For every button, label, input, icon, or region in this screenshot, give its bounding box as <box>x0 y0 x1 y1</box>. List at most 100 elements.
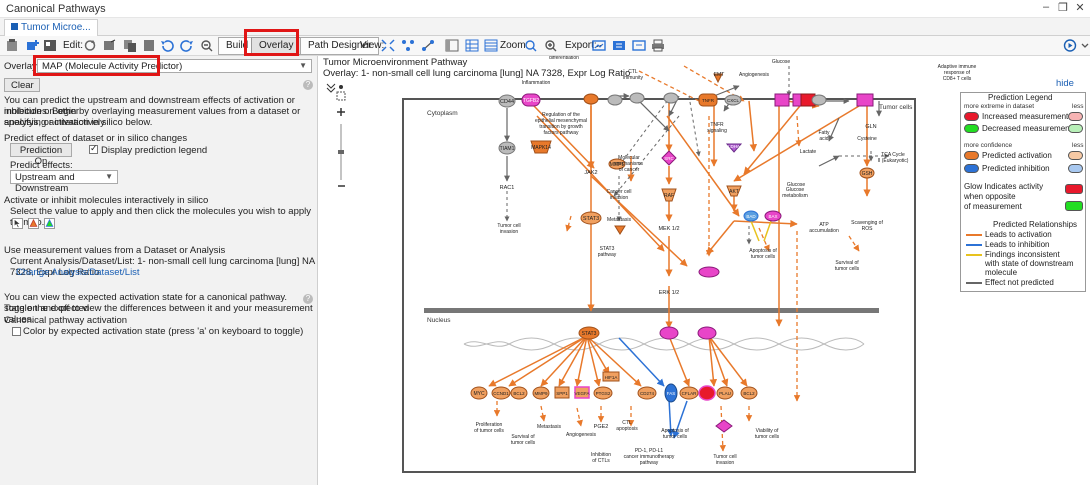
network-icon[interactable] <box>421 39 435 52</box>
color-by-checkbox[interactable] <box>12 327 21 336</box>
node-akt[interactable]: AKT <box>726 185 742 197</box>
clipboard-icon[interactable] <box>5 39 19 52</box>
node-pge2[interactable]: PGE2 <box>594 424 609 430</box>
node-mid-orange[interactable] <box>698 266 720 278</box>
menu-chevron-icon[interactable] <box>1078 39 1089 52</box>
node-vegfa[interactable]: VEGFA <box>574 386 590 399</box>
node-rac1[interactable]: RAC1 <box>500 185 515 191</box>
node-gsh[interactable]: GSH <box>859 167 875 179</box>
node-top-magenta-1[interactable] <box>774 93 790 107</box>
node-myc-upper[interactable] <box>614 225 626 235</box>
node-cflar[interactable]: CFLAR <box>679 386 699 400</box>
node-bcl2-b[interactable]: BCL2 <box>740 386 758 400</box>
predict-effects-select[interactable]: Upstream and Downstream ▼ <box>10 170 118 194</box>
node-ccnd1[interactable]: CCND1 <box>491 386 511 400</box>
node-red-nuc[interactable] <box>698 385 716 401</box>
node-mek[interactable]: MEK 1/2 <box>658 226 679 232</box>
table-icon[interactable] <box>484 39 498 52</box>
add-molecule-icon[interactable] <box>26 39 40 52</box>
node-src[interactable]: SRC <box>661 150 677 166</box>
node-cd44[interactable]: CD44 <box>498 94 516 108</box>
node-jak2[interactable]: JAK2 <box>584 170 597 176</box>
node-emt-triangle[interactable] <box>713 73 723 84</box>
prediction-on-button[interactable]: Prediction On <box>10 143 72 167</box>
paste-icon[interactable] <box>142 39 156 52</box>
legend-hide-link[interactable]: hide <box>1056 78 1074 89</box>
grow-icon[interactable] <box>43 39 57 52</box>
node-stat3-cyto[interactable]: STAT3 <box>580 211 602 225</box>
navigation-controls[interactable] <box>326 83 346 187</box>
node-mapk14[interactable]: MAPK14 <box>530 140 552 154</box>
tab-tumor-microenvironment[interactable]: Tumor Microe... <box>4 19 98 36</box>
zoom-out-icon[interactable] <box>200 39 214 52</box>
node-cd274[interactable]: CD274 <box>637 386 657 400</box>
restore-icon[interactable]: ❐ <box>1058 2 1068 14</box>
process-labels: Inflammation differentiation CTL immunit… <box>474 56 976 466</box>
node-tnfr[interactable]: TNFR <box>698 93 718 107</box>
overlay-select[interactable]: MAP (Molecule Activity Predictor) ▼ <box>37 59 312 73</box>
inhibit-tool-icon[interactable] <box>44 218 55 229</box>
node-erk[interactable]: ERK 1/2 <box>659 290 679 296</box>
undo-icon[interactable] <box>160 39 174 52</box>
node-stat3-nuc[interactable]: STAT3 <box>578 326 600 340</box>
node-cxcl[interactable]: CXCL <box>724 94 742 106</box>
node-top-gray-2[interactable] <box>629 92 645 104</box>
panel-icon[interactable] <box>445 39 459 52</box>
minimize-icon[interactable]: – <box>1042 1 1050 13</box>
node-gln[interactable]: GLN <box>865 124 876 130</box>
fit-view-icon[interactable] <box>381 39 395 52</box>
svg-text:transition by growth: transition by growth <box>539 124 583 130</box>
zoom-fit-icon[interactable] <box>524 39 538 52</box>
node-fas[interactable]: FAS <box>664 383 678 403</box>
pointer-tool-icon[interactable] <box>12 218 23 229</box>
node-diamond[interactable] <box>715 419 733 433</box>
node-top-gray-4[interactable] <box>811 94 827 106</box>
change-analysis-link[interactable]: Change Analysis/Dataset/List <box>16 267 140 278</box>
clear-button[interactable]: Clear <box>4 78 40 92</box>
export-pdf-icon[interactable] <box>632 39 646 52</box>
node-bcl2-a[interactable]: BCL2 <box>510 386 528 400</box>
node-myc[interactable]: MYC <box>470 386 488 400</box>
node-raf[interactable]: RAF <box>661 188 677 202</box>
close-icon[interactable]: ✕ <box>1075 2 1085 14</box>
node-ptgs2[interactable]: PTGS2 <box>593 386 613 400</box>
legend-increased: Increased measurement <box>982 112 1069 121</box>
help-icon-2[interactable]: ? <box>303 294 313 304</box>
inhibition-edges <box>618 337 688 439</box>
node-tgfb2[interactable]: TGFB2 <box>521 93 541 107</box>
node-top-gray-3[interactable] <box>663 92 679 104</box>
print-icon[interactable] <box>651 39 665 52</box>
pathway-diagram[interactable]: Cytoplasm Tumor cells Nucleus <box>319 56 1090 485</box>
node-mmp1[interactable]: MMP1 <box>608 158 626 170</box>
svg-text:epithelial mesenchymal: epithelial mesenchymal <box>535 118 587 124</box>
export-image-icon[interactable] <box>592 39 606 52</box>
cut-icon[interactable] <box>102 39 116 52</box>
zoom-in-icon[interactable] <box>544 39 558 52</box>
node-tiam1[interactable]: TIAM1 <box>498 141 516 155</box>
refresh-icon[interactable] <box>83 39 97 52</box>
node-hif1a[interactable]: HIF1A <box>602 371 620 382</box>
node-spp1[interactable]: SPP1 <box>554 386 570 399</box>
node-top-gray-1[interactable] <box>607 94 623 106</box>
layout-icon[interactable] <box>401 39 415 52</box>
play-icon[interactable] <box>1063 39 1077 52</box>
display-legend-checkbox[interactable] <box>89 143 98 154</box>
node-top-orange-1[interactable] <box>583 93 599 105</box>
grid-icon[interactable] <box>465 39 479 52</box>
node-bax[interactable]: BAX <box>764 210 782 222</box>
node-nfkb-2[interactable] <box>697 326 717 340</box>
copy-icon[interactable] <box>123 39 137 52</box>
redo-icon[interactable] <box>180 39 194 52</box>
inhibition-swatch <box>964 164 979 173</box>
path-designer-button[interactable]: Path Designer <box>300 37 380 55</box>
node-plau[interactable]: PLAU <box>716 386 734 400</box>
activate-tool-icon[interactable] <box>28 218 39 229</box>
node-nfkb-1[interactable] <box>659 326 679 340</box>
node-bad[interactable]: BAD <box>743 210 759 222</box>
export-data-icon[interactable] <box>612 39 626 52</box>
node-ldha[interactable]: LDHA <box>725 143 743 153</box>
help-icon[interactable]: ? <box>303 80 313 90</box>
node-top-magenta-3[interactable] <box>856 93 874 107</box>
node-mmp9[interactable]: MMP9 <box>532 386 550 400</box>
